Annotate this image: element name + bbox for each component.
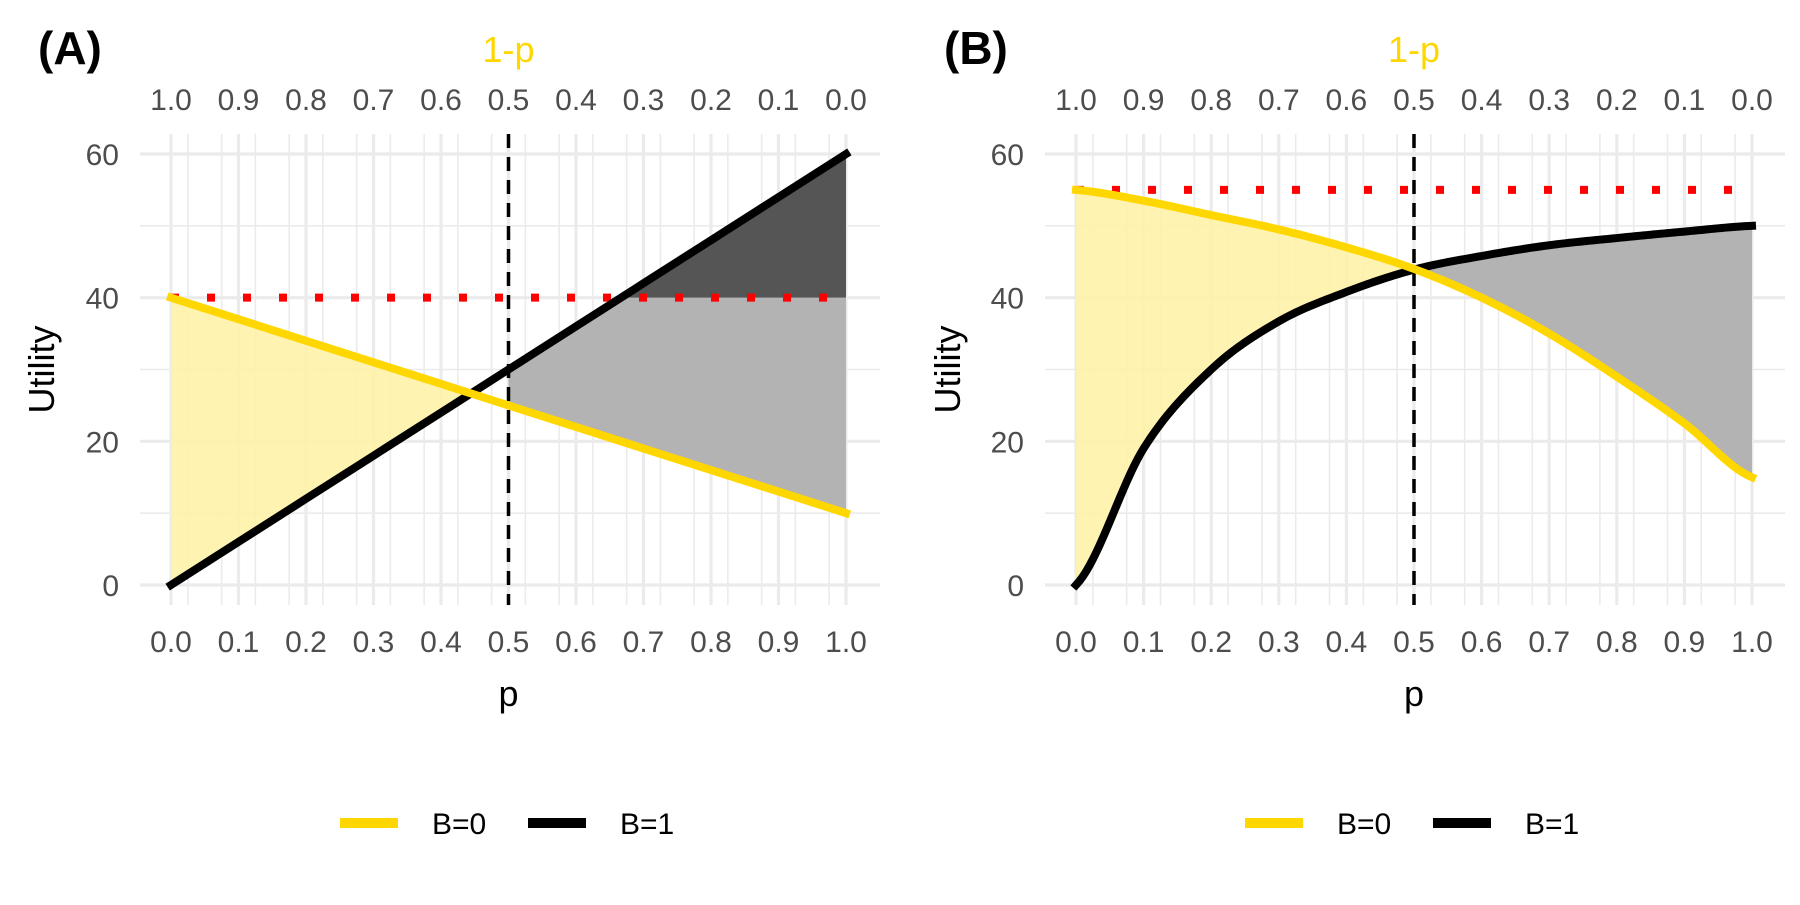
x-tick-label: 0.2 bbox=[285, 626, 327, 659]
y-tick-label: 40 bbox=[86, 283, 119, 316]
y-axis-title: Utility bbox=[21, 326, 62, 414]
x-tick-label: 0.2 bbox=[1190, 626, 1232, 659]
legend: B=0 B=1 bbox=[1245, 808, 1579, 841]
secondary-x-tick-label: 0.5 bbox=[488, 84, 530, 117]
secondary-x-tick-label: 0.8 bbox=[1190, 84, 1232, 117]
secondary-x-tick-label: 0.1 bbox=[758, 84, 800, 117]
x-tick-label: 1.0 bbox=[1731, 626, 1773, 659]
x-tick-label: 0.5 bbox=[1393, 626, 1435, 659]
x-tick-label: 0.3 bbox=[353, 626, 395, 659]
x-axis-title: p bbox=[498, 673, 518, 714]
area-b1-preferred bbox=[508, 297, 846, 514]
secondary-x-axis-title: 1-p bbox=[1388, 29, 1440, 70]
x-tick-label: 0.8 bbox=[1596, 626, 1638, 659]
x-tick-label: 0.9 bbox=[1664, 626, 1706, 659]
panel-label: (A) bbox=[38, 22, 102, 74]
x-tick-label: 0.1 bbox=[1123, 626, 1165, 659]
secondary-x-axis-title: 1-p bbox=[482, 29, 534, 70]
x-tick-label: 0.7 bbox=[1528, 626, 1570, 659]
x-tick-label: 0.6 bbox=[1461, 626, 1503, 659]
secondary-x-tick-label: 0.9 bbox=[1123, 84, 1165, 117]
x-tick-label: 0.4 bbox=[1326, 626, 1368, 659]
x-tick-label: 0.1 bbox=[218, 626, 260, 659]
x-axis-title: p bbox=[1404, 673, 1424, 714]
x-tick-label: 0.7 bbox=[623, 626, 665, 659]
secondary-x-tick-label: 0.5 bbox=[1393, 84, 1435, 117]
legend-label-b1: B=1 bbox=[1525, 808, 1579, 841]
secondary-x-tick-label: 0.7 bbox=[353, 84, 395, 117]
x-tick-label: 0.8 bbox=[690, 626, 732, 659]
x-tick-label: 0.0 bbox=[1055, 626, 1097, 659]
legend-label-b0: B=0 bbox=[432, 808, 486, 841]
legend-label-b0: B=0 bbox=[1337, 808, 1391, 841]
panel-label: (B) bbox=[944, 22, 1008, 74]
secondary-x-tick-label: 0.3 bbox=[1528, 84, 1570, 117]
x-tick-label: 0.3 bbox=[1258, 626, 1300, 659]
y-tick-label: 60 bbox=[991, 139, 1024, 172]
secondary-x-tick-label: 0.4 bbox=[555, 84, 597, 117]
secondary-x-tick-label: 0.4 bbox=[1461, 84, 1503, 117]
secondary-x-tick-label: 0.8 bbox=[285, 84, 327, 117]
secondary-x-tick-label: 0.6 bbox=[420, 84, 462, 117]
secondary-x-tick-label: 0.7 bbox=[1258, 84, 1300, 117]
panel-a: 0.0 0.1 0.2 0.3 0.4 0.5 0.6 0.7 0.8 0.9 1.0 1.0 0.9 0… bbox=[21, 22, 880, 841]
secondary-x-tick-label: 0.3 bbox=[623, 84, 665, 117]
x-tick-label: 0.0 bbox=[150, 626, 192, 659]
y-tick-label: 0 bbox=[102, 570, 119, 603]
secondary-x-tick-label: 0.1 bbox=[1664, 84, 1706, 117]
area-b0-preferred bbox=[1076, 189, 1414, 585]
y-tick-label: 20 bbox=[86, 426, 119, 459]
y-tick-label: 0 bbox=[1007, 570, 1024, 603]
x-tick-label: 0.4 bbox=[420, 626, 462, 659]
series-line-b1 bbox=[165, 148, 852, 591]
series-line-b0 bbox=[165, 292, 852, 519]
series-line-b0 bbox=[1071, 185, 1758, 483]
secondary-x-tick-label: 1.0 bbox=[1055, 84, 1097, 117]
secondary-x-tick-label: 0.9 bbox=[218, 84, 260, 117]
legend-label-b1: B=1 bbox=[620, 808, 674, 841]
secondary-x-tick-label: 0.2 bbox=[1596, 84, 1638, 117]
panel-b: 0.0 0.1 0.2 0.3 0.4 0.5 0.6 0.7 0.8 0.9 1.0 1.0 0.9 0… bbox=[927, 22, 1785, 841]
secondary-x-tick-label: 0.0 bbox=[1731, 84, 1773, 117]
x-tick-label: 1.0 bbox=[825, 626, 867, 659]
y-tick-label: 60 bbox=[86, 139, 119, 172]
y-tick-label: 40 bbox=[991, 283, 1024, 316]
x-tick-label: 0.9 bbox=[758, 626, 800, 659]
x-tick-label: 0.6 bbox=[555, 626, 597, 659]
secondary-x-tick-label: 0.0 bbox=[825, 84, 867, 117]
y-axis-title: Utility bbox=[927, 326, 968, 414]
x-tick-label: 0.5 bbox=[488, 626, 530, 659]
y-tick-label: 20 bbox=[991, 426, 1024, 459]
secondary-x-tick-label: 0.6 bbox=[1326, 84, 1368, 117]
legend: B=0 B=1 bbox=[340, 808, 674, 841]
secondary-x-tick-label: 1.0 bbox=[150, 84, 192, 117]
secondary-x-tick-label: 0.2 bbox=[690, 84, 732, 117]
